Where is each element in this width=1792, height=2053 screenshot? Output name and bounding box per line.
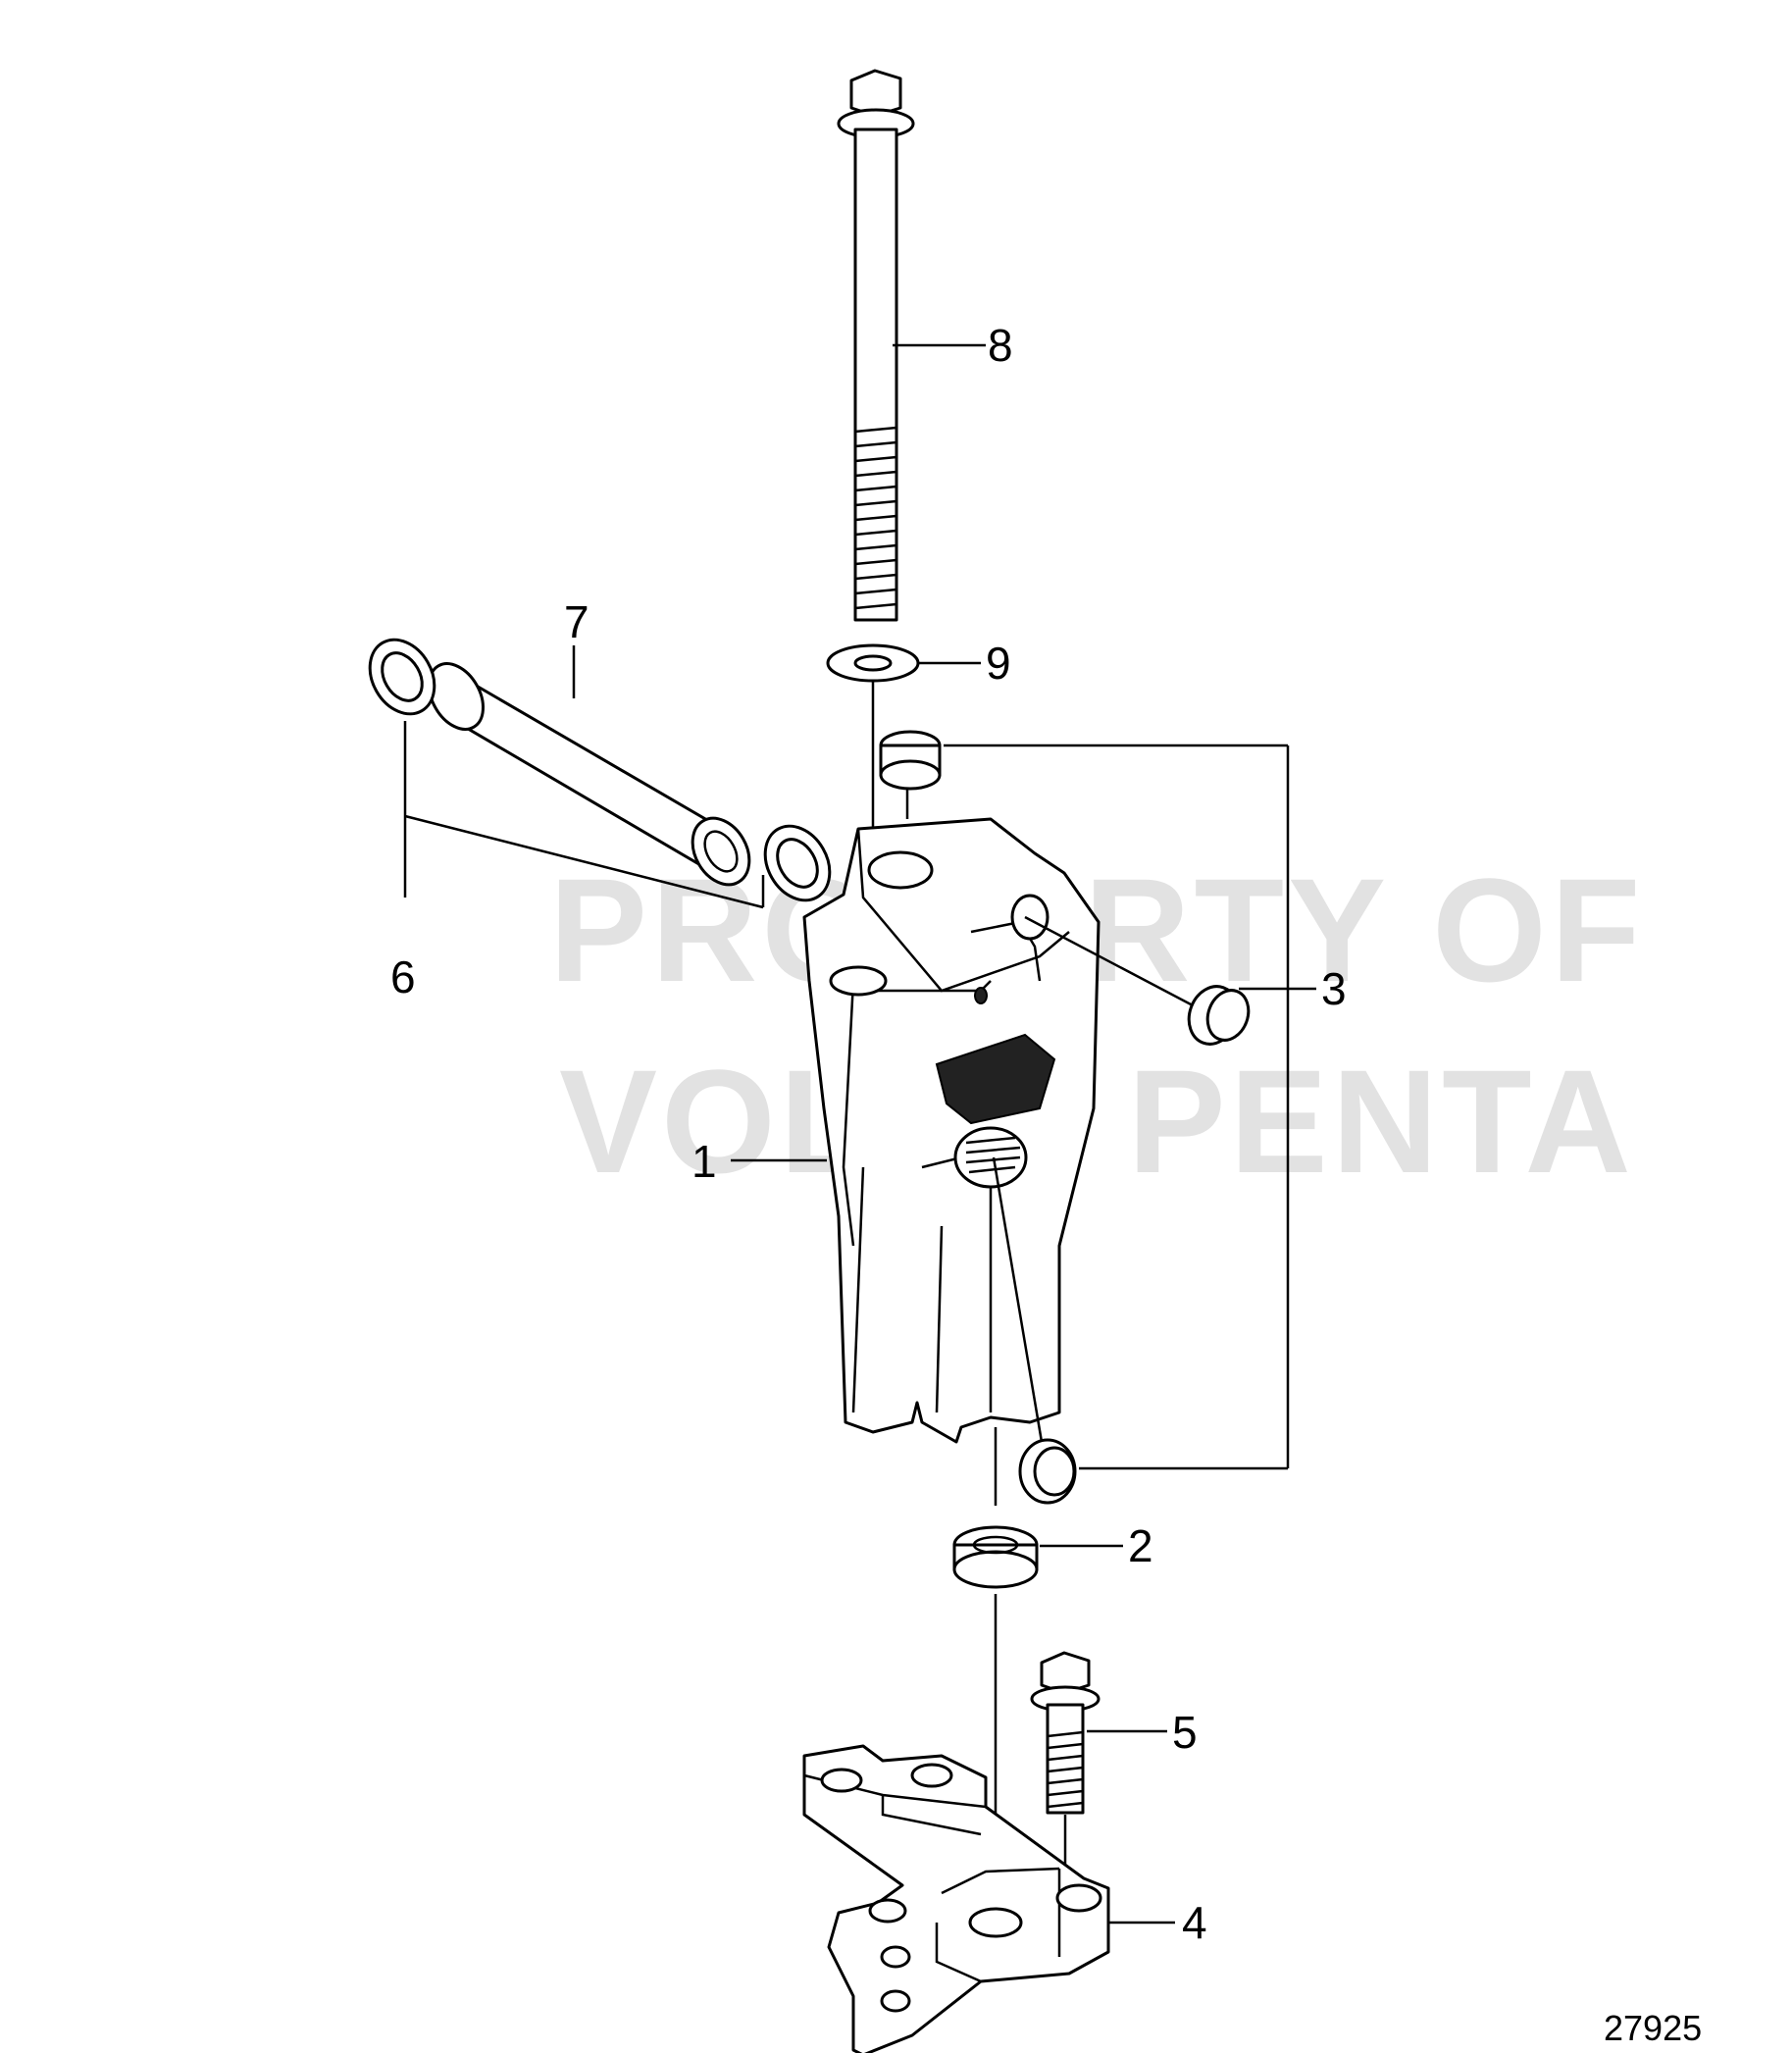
callout-labels: 8 9 7 6 3 1 2 5 4 [390, 320, 1347, 1948]
sleeve-part-3-top [879, 730, 942, 791]
callout-9: 9 [986, 638, 1011, 689]
bolt-part-5 [1030, 1651, 1101, 1815]
sleeve-part-3-bottom [1018, 1438, 1077, 1505]
pipe-part-7 [428, 662, 751, 887]
watermark-line-2: VOLVO PENTA [559, 1039, 1635, 1204]
o-ring-part-6-left [368, 638, 436, 716]
callout-8: 8 [988, 320, 1013, 371]
callout-3: 3 [1321, 963, 1347, 1014]
long-bolt-part-8 [837, 69, 915, 622]
callout-4: 4 [1182, 1897, 1207, 1948]
housing-part-1 [802, 817, 1101, 1444]
o-ring-part-6-right [763, 824, 832, 902]
bushing-part-2 [952, 1525, 1039, 1589]
callout-7: 7 [564, 596, 589, 647]
washer-part-9 [826, 643, 920, 683]
callout-6: 6 [390, 951, 416, 1002]
bracket-part-4 [802, 1744, 1110, 2053]
callout-1: 1 [691, 1136, 717, 1187]
figure-number: 27925 [1604, 2008, 1702, 2048]
callout-2: 2 [1128, 1520, 1153, 1571]
leader-lines [403, 343, 1316, 1925]
sleeve-part-3-side [1187, 985, 1251, 1046]
callout-5: 5 [1172, 1707, 1198, 1758]
